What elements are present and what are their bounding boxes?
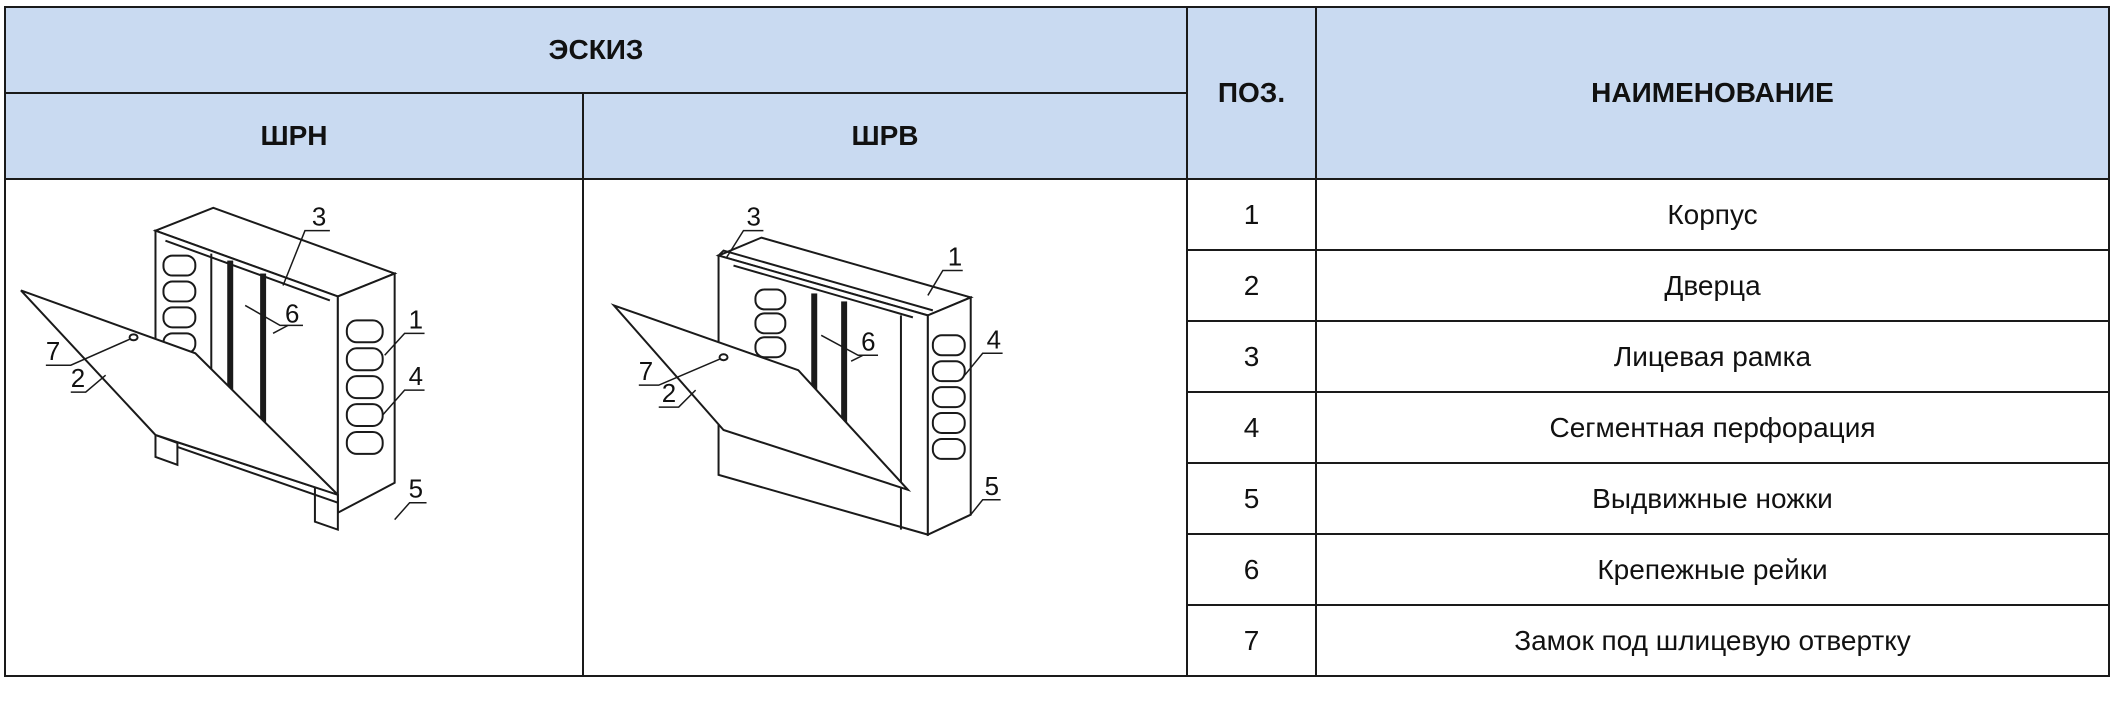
name-header: НАИМЕНОВАНИЕ <box>1315 6 2110 180</box>
callout-leaders <box>45 229 427 521</box>
shrv-sketch: 3 1 6 4 5 7 2 <box>582 178 1188 677</box>
row-1-name: Корпус <box>1315 178 2110 251</box>
shrn-cabinet-drawing: 3 6 1 4 5 7 2 <box>20 204 427 532</box>
shrv-callout-3: 3 <box>746 204 760 232</box>
shrn-callout-1: 1 <box>409 306 423 334</box>
callout-leaders <box>638 229 1003 516</box>
door-lock <box>718 353 729 362</box>
position-header: ПОЗ. <box>1186 6 1317 180</box>
sketch-header: ЭСКИЗ <box>4 6 1188 94</box>
shrn-callout-3: 3 <box>312 204 326 232</box>
row-5-name: Выдвижные ножки <box>1315 462 2110 535</box>
row-6-name: Крепежные рейки <box>1315 533 2110 606</box>
frame-inner-line <box>165 239 331 302</box>
shrv-callout-6: 6 <box>861 328 875 356</box>
shrv-callout-4: 4 <box>987 326 1001 354</box>
row-7-pos: 7 <box>1186 604 1317 677</box>
shrn-header: ШРН <box>4 92 584 180</box>
cabinet-door <box>610 303 912 492</box>
mounting-rails <box>811 293 848 451</box>
shrv-callout-2: 2 <box>662 380 676 408</box>
shrn-callout-5: 5 <box>409 476 423 504</box>
shrn-callout-6: 6 <box>285 300 299 328</box>
left-perforation <box>754 288 787 359</box>
door-lock <box>128 333 139 342</box>
shrv-callout-7: 7 <box>639 358 653 386</box>
cabinet-door <box>20 289 339 496</box>
row-1-pos: 1 <box>1186 178 1317 251</box>
row-2-name: Дверца <box>1315 249 2110 322</box>
shrv-callout-1: 1 <box>948 244 962 272</box>
shrn-callout-2: 2 <box>71 365 85 393</box>
shrv-cabinet-drawing: 3 1 6 4 5 7 2 <box>610 204 1003 537</box>
shrn-callout-7: 7 <box>46 338 60 366</box>
shrn-sketch: 3 6 1 4 5 7 2 <box>4 178 584 677</box>
row-6-pos: 6 <box>1186 533 1317 606</box>
row-3-pos: 3 <box>1186 320 1317 393</box>
row-4-pos: 4 <box>1186 391 1317 464</box>
row-4-name: Сегментная перфорация <box>1315 391 2110 464</box>
row-3-name: Лицевая рамка <box>1315 320 2110 393</box>
row-7-name: Замок под шлицевую отвертку <box>1315 604 2110 677</box>
shrv-header: ШРВ <box>582 92 1188 180</box>
row-2-pos: 2 <box>1186 249 1317 322</box>
shrv-callout-5: 5 <box>985 473 999 501</box>
right-perforation <box>931 334 966 460</box>
row-5-pos: 5 <box>1186 462 1317 535</box>
right-perforation <box>345 319 384 455</box>
specification-table: ЭСКИЗ ПОЗ. НАИМЕНОВАНИЕ ШРН ШРВ <box>4 6 2110 677</box>
shrn-callout-4: 4 <box>409 363 423 391</box>
